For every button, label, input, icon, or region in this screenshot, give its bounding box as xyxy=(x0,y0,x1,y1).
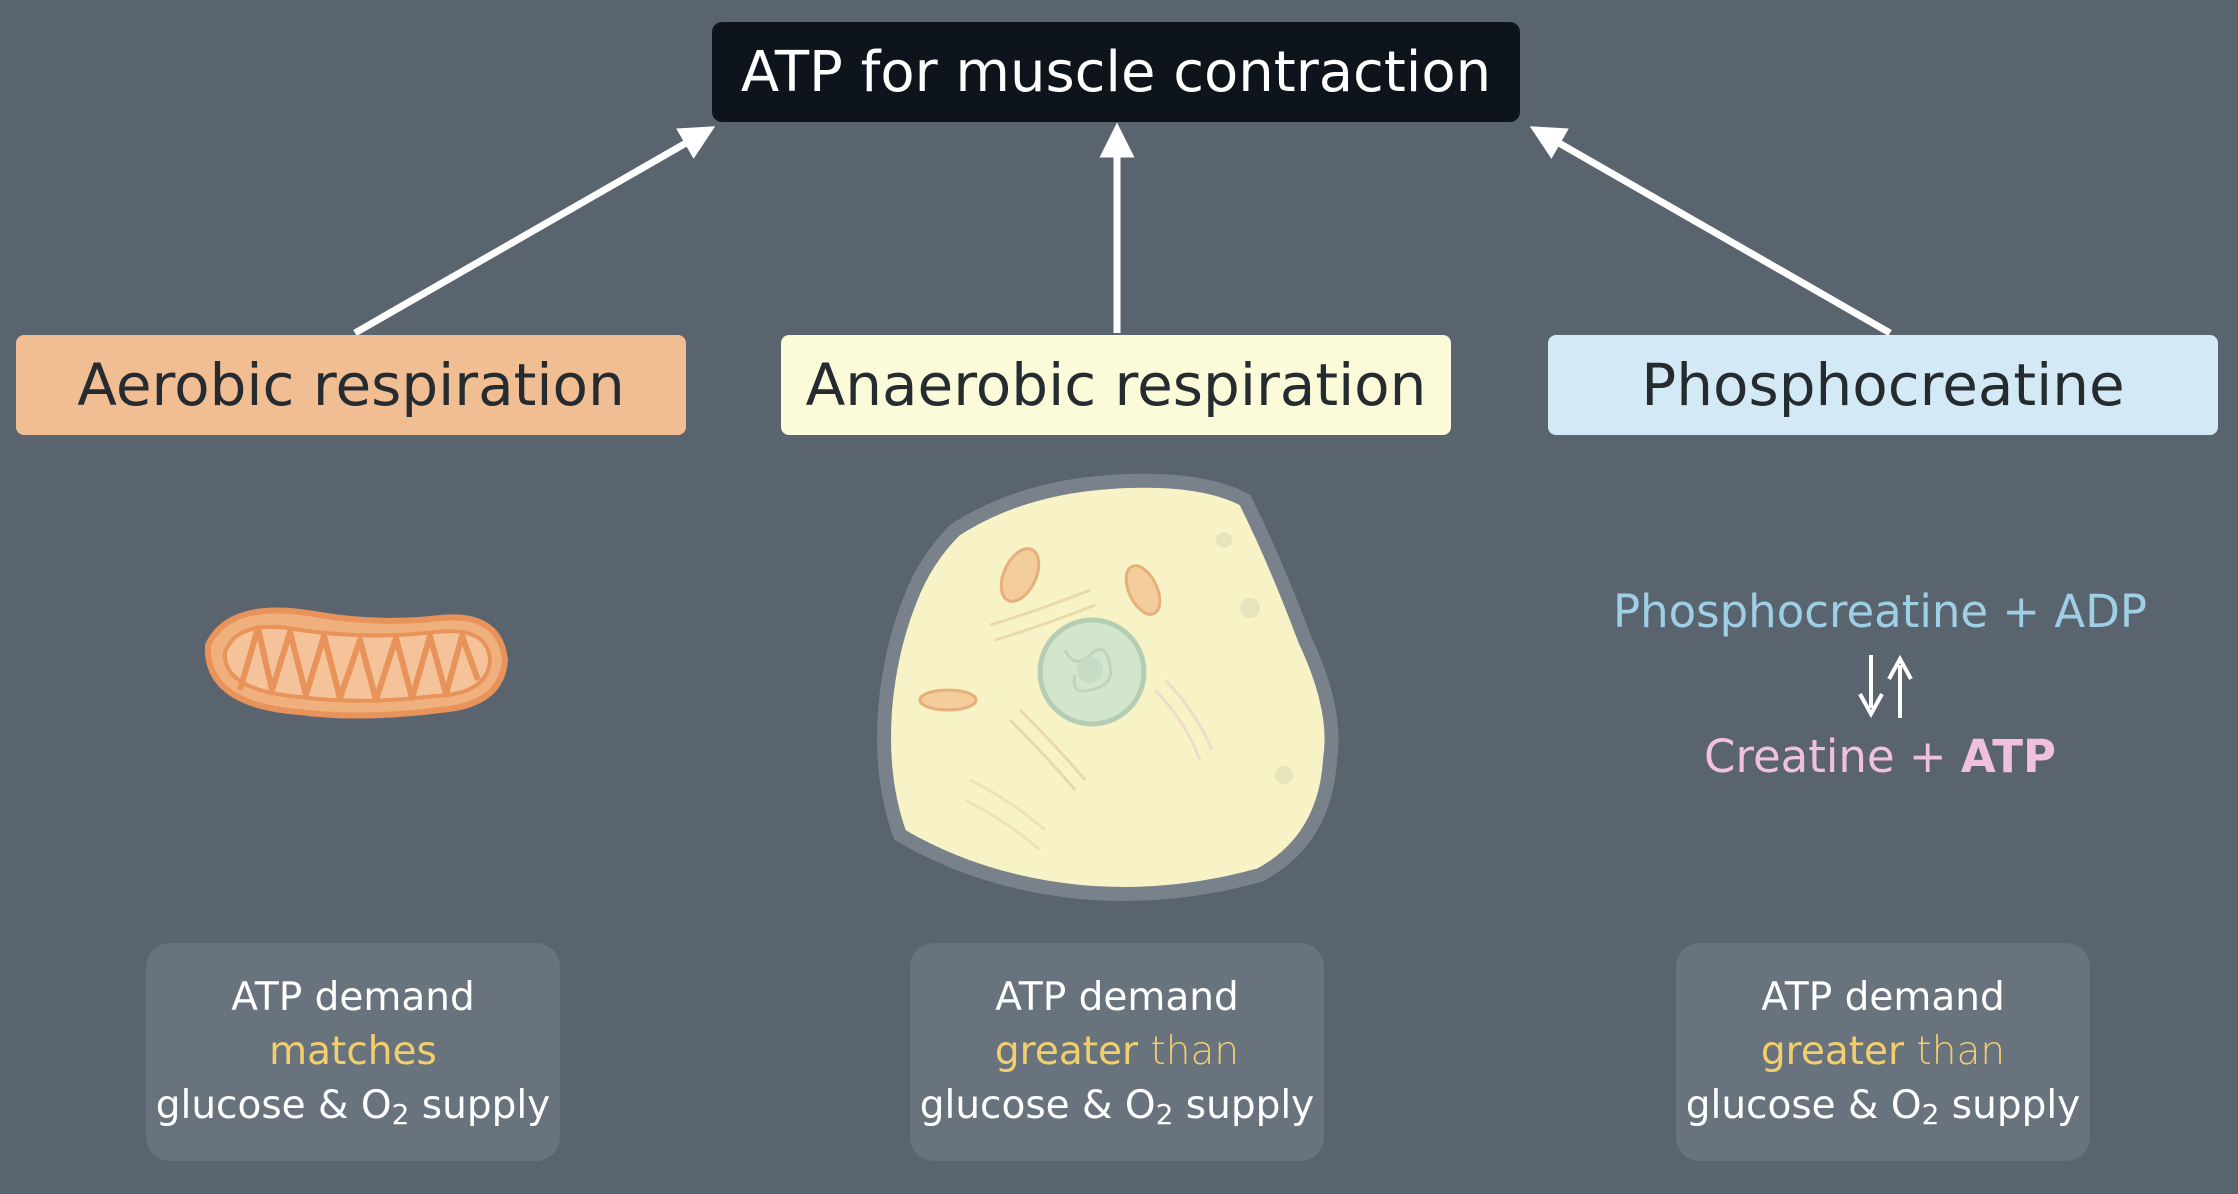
note-phosphocreatine: ATP demand greater than glucose & O2 sup… xyxy=(1676,943,2090,1161)
arrow-aerobic xyxy=(353,126,716,337)
equation-left-text: Phosphocreatine + ADP xyxy=(1612,585,2147,638)
category-aerobic-label: Aerobic respiration xyxy=(77,351,625,419)
note-highlight: matches xyxy=(269,1029,437,1074)
cell-icon xyxy=(877,473,1339,901)
note-highlight: greater xyxy=(1760,1029,1905,1074)
note-line1: ATP demand xyxy=(1761,975,2005,1020)
note-highlight: greater xyxy=(994,1029,1139,1074)
mitochondrion-icon xyxy=(204,607,509,719)
note-sub: 2 xyxy=(1155,1098,1174,1131)
note-line3: glucose & O2 supply xyxy=(146,1079,560,1133)
note-line3-pre: glucose & O xyxy=(155,1083,392,1128)
title-box: ATP for muscle contraction xyxy=(712,22,1520,122)
note-sub: 2 xyxy=(1921,1098,1940,1131)
equation-right-prefix: Creatine + xyxy=(1704,730,1961,783)
note-line2: greater than xyxy=(1676,1025,2090,1079)
note-aerobic: ATP demand matches glucose & O2 supply xyxy=(146,943,560,1161)
note-line3-post: supply xyxy=(1939,1083,2081,1128)
equation-left: Phosphocreatine + ADP xyxy=(1560,585,2200,638)
note-line3-post: supply xyxy=(1173,1083,1315,1128)
note-line3-pre: glucose & O xyxy=(1685,1083,1922,1128)
equation-right: Creatine + ATP xyxy=(1560,730,2200,783)
note-line3-pre: glucose & O xyxy=(919,1083,1156,1128)
note-rest: than xyxy=(1138,1029,1240,1074)
note-anaerobic: ATP demand greater than glucose & O2 sup… xyxy=(910,943,1324,1161)
note-rest: than xyxy=(1904,1029,2006,1074)
note-line3: glucose & O2 supply xyxy=(1676,1079,2090,1133)
note-sub: 2 xyxy=(391,1098,410,1131)
note-line3: glucose & O2 supply xyxy=(910,1079,1324,1133)
note-line3-post: supply xyxy=(409,1083,551,1128)
note-line1: ATP demand xyxy=(995,975,1239,1020)
note-line1: ATP demand xyxy=(231,975,475,1020)
reversible-arrows-icon xyxy=(1858,654,1913,719)
arrow-phosphocreatine xyxy=(1529,126,1892,337)
note-line2: matches xyxy=(146,1025,560,1079)
note-line2: greater than xyxy=(910,1025,1324,1079)
category-anaerobic-label: Anaerobic respiration xyxy=(805,351,1427,419)
category-aerobic: Aerobic respiration xyxy=(16,335,686,435)
category-phosphocreatine-label: Phosphocreatine xyxy=(1641,351,2125,419)
category-phosphocreatine: Phosphocreatine xyxy=(1548,335,2218,435)
equation-right-atp: ATP xyxy=(1960,730,2056,783)
title-text: ATP for muscle contraction xyxy=(740,39,1492,105)
category-anaerobic: Anaerobic respiration xyxy=(781,335,1451,435)
